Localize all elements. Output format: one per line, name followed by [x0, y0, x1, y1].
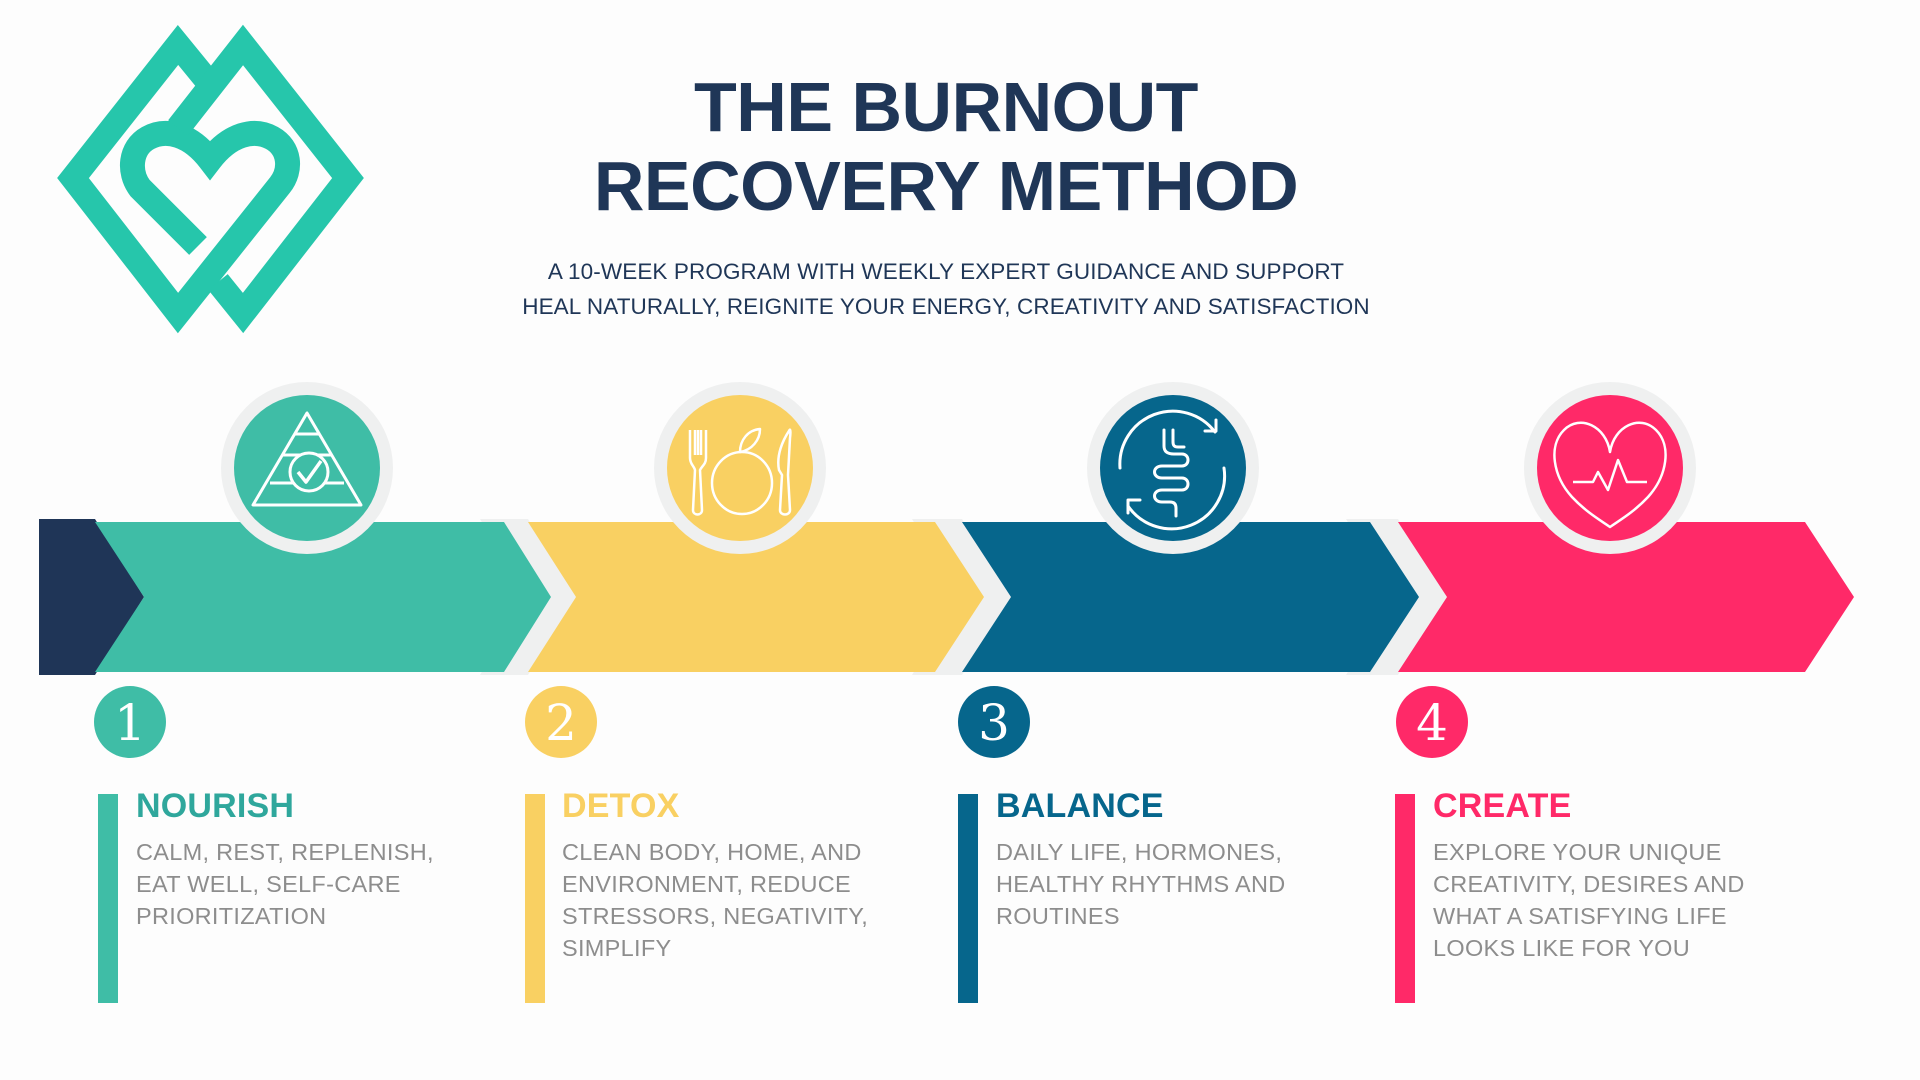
step-number-badge-balance: 3	[958, 686, 1030, 758]
step-description-balance: DAILY LIFE, HORMONES, HEALTHY RHYTHMS AND…	[996, 836, 1336, 932]
step-number-badge-detox: 2	[525, 686, 597, 758]
step-title-nourish: NOURISH	[136, 787, 295, 825]
step-accent-bar-create	[1395, 794, 1415, 1003]
step-number-badge-create: 4	[1396, 686, 1468, 758]
heart-diamond-logo-icon	[57, 24, 364, 334]
step-description-detox: CLEAN BODY, HOME, AND ENVIRONMENT, REDUCE…	[562, 836, 902, 964]
step-icon-circle-detox	[654, 382, 826, 554]
step-description-line: CREATIVITY, DESIRES AND	[1433, 871, 1745, 897]
step-icon-circle-balance	[1087, 382, 1259, 554]
heart-pulse-icon	[1553, 421, 1667, 529]
step-accent-bar-detox	[525, 794, 545, 1003]
step-description-line: CLEAN BODY, HOME, AND	[562, 839, 862, 865]
step-description-line: ROUTINES	[996, 903, 1120, 929]
step-title-balance: BALANCE	[996, 787, 1164, 825]
step-description-line: CALM, REST, REPLENISH,	[136, 839, 434, 865]
arrow-segment-nourish	[95, 522, 551, 672]
step-description-line: ENVIRONMENT, REDUCE	[562, 871, 852, 897]
step-description-line: EAT WELL, SELF-CARE	[136, 871, 401, 897]
arrow-segment-detox	[528, 522, 984, 672]
step-title-detox: DETOX	[562, 787, 680, 825]
step-description-nourish: CALM, REST, REPLENISH, EAT WELL, SELF-CAR…	[136, 836, 476, 932]
page-title-line-1: THE BURNOUT	[694, 68, 1198, 146]
step-description-line: HEALTHY RHYTHMS AND	[996, 871, 1286, 897]
subtitle-line-2: HEAL NATURALLY, REIGNITE YOUR ENERGY, CR…	[522, 294, 1370, 319]
step-description-create: EXPLORE YOUR UNIQUE CREATIVITY, DESIRES A…	[1433, 836, 1773, 964]
subtitle-line-1: A 10-WEEK PROGRAM WITH WEEKLY EXPERT GUI…	[547, 259, 1345, 284]
step-description-line: SIMPLIFY	[562, 935, 672, 961]
step-description-line: STRESSORS, NEGATIVITY,	[562, 903, 869, 929]
step-description-line: PRIORITIZATION	[136, 903, 327, 929]
step-description-line: LOOKS LIKE FOR YOU	[1433, 935, 1691, 961]
step-title-create: CREATE	[1433, 787, 1572, 825]
step-description-line: DAILY LIFE, HORMONES,	[996, 839, 1283, 865]
step-description-line: WHAT A SATISFYING LIFE	[1433, 903, 1727, 929]
step-number-badge-nourish: 1	[94, 686, 166, 758]
page-title-line-2: RECOVERY METHOD	[593, 147, 1299, 225]
step-icon-circle-create	[1524, 382, 1696, 554]
food-pyramid-check-icon	[251, 411, 363, 507]
separator-chevron	[1346, 519, 1447, 675]
arrow-segment-balance	[962, 522, 1419, 672]
separator-chevron	[480, 519, 576, 675]
separator-chevron	[912, 519, 1011, 675]
arrow-start-block	[39, 519, 144, 675]
fork-plate-knife-icon	[688, 427, 792, 516]
step-icon-circle-nourish	[221, 382, 393, 554]
step-accent-bar-nourish	[98, 794, 118, 1003]
gut-cycle-icon	[1118, 409, 1227, 531]
step-accent-bar-balance	[958, 794, 978, 1003]
arrow-segment-create	[1398, 522, 1854, 672]
step-description-line: EXPLORE YOUR UNIQUE	[1433, 839, 1722, 865]
